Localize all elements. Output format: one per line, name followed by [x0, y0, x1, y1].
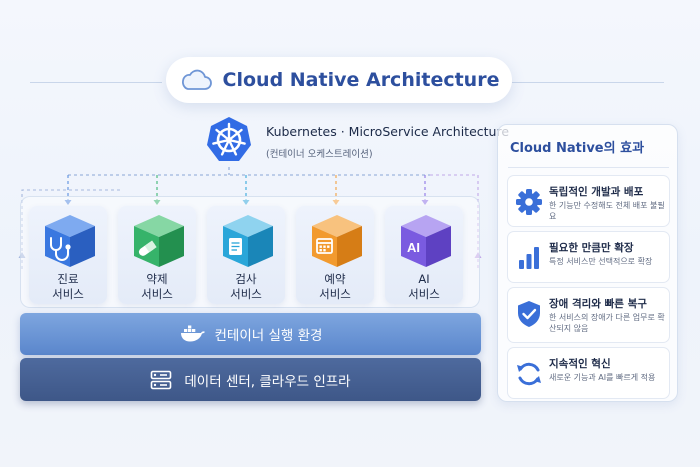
container-runtime-label: 컨테이너 실행 환경 — [214, 328, 323, 344]
bar-chart-icon — [519, 247, 539, 269]
stethoscope-icon — [45, 215, 95, 267]
benefit-desc: 한 서비스의 장애가 다른 업무로 확산되지 않음 — [549, 313, 665, 333]
shield-check-icon — [518, 301, 540, 327]
calendar-icon — [312, 215, 362, 267]
kubernetes-title: Kubernetes · MicroService Architecture — [266, 124, 510, 139]
benefit-desc: 새로운 기능과 AI를 빠르게 적용 — [549, 373, 656, 382]
document-icon — [223, 215, 273, 267]
benefits-title: Cloud Native의 효과 — [510, 141, 645, 156]
infrastructure-layer: 데이터 센터, 클라우드 인프라 — [20, 358, 481, 401]
server-icon — [151, 370, 172, 389]
kubernetes-icon — [207, 117, 251, 161]
title-banner: Cloud Native Architecture — [166, 57, 512, 103]
title-rule-right — [512, 82, 664, 83]
benefit-item: 필요한 만큼만 확장 특정 서비스만 선택적으로 확장 — [507, 231, 670, 283]
kubernetes-subtitle: (컨테이너 오케스트레이션) — [266, 149, 373, 160]
benefit-title: 독립적인 개발과 배포 — [549, 186, 644, 198]
page-title: Cloud Native Architecture — [222, 69, 500, 91]
benefits-divider — [508, 167, 669, 168]
pill-icon — [134, 215, 184, 267]
benefit-title: 지속적인 혁신 — [549, 358, 611, 370]
benefit-desc: 특정 서비스만 선택적으로 확장 — [549, 257, 653, 266]
docker-whale-icon — [179, 325, 205, 342]
infrastructure-label: 데이터 센터, 클라우드 인프라 — [184, 373, 351, 390]
refresh-icon — [517, 362, 541, 386]
cloud-icon — [181, 69, 212, 90]
benefit-title: 장애 격리와 빠른 복구 — [549, 298, 647, 310]
title-rule-left — [30, 82, 162, 83]
benefit-item: 지속적인 혁신 새로운 기능과 AI를 빠르게 적용 — [507, 347, 670, 399]
benefit-desc: 한 기능만 수정해도 전체 배포 불필요 — [549, 201, 665, 221]
ai-icon: AI — [401, 215, 451, 267]
benefit-title: 필요한 만큼만 확장 — [549, 242, 634, 254]
benefit-item: 장애 격리와 빠른 복구 한 서비스의 장애가 다른 업무로 확산되지 않음 — [507, 287, 670, 343]
svg-text:AI: AI — [407, 240, 420, 255]
gear-icon — [516, 189, 542, 215]
benefit-item: 독립적인 개발과 배포 한 기능만 수정해도 전체 배포 불필요 — [507, 175, 670, 227]
container-runtime-layer: 컨테이너 실행 환경 — [20, 313, 481, 355]
benefits-panel: Cloud Native의 효과 독립적인 개발과 배포 한 기능만 수정해도 … — [497, 124, 678, 402]
